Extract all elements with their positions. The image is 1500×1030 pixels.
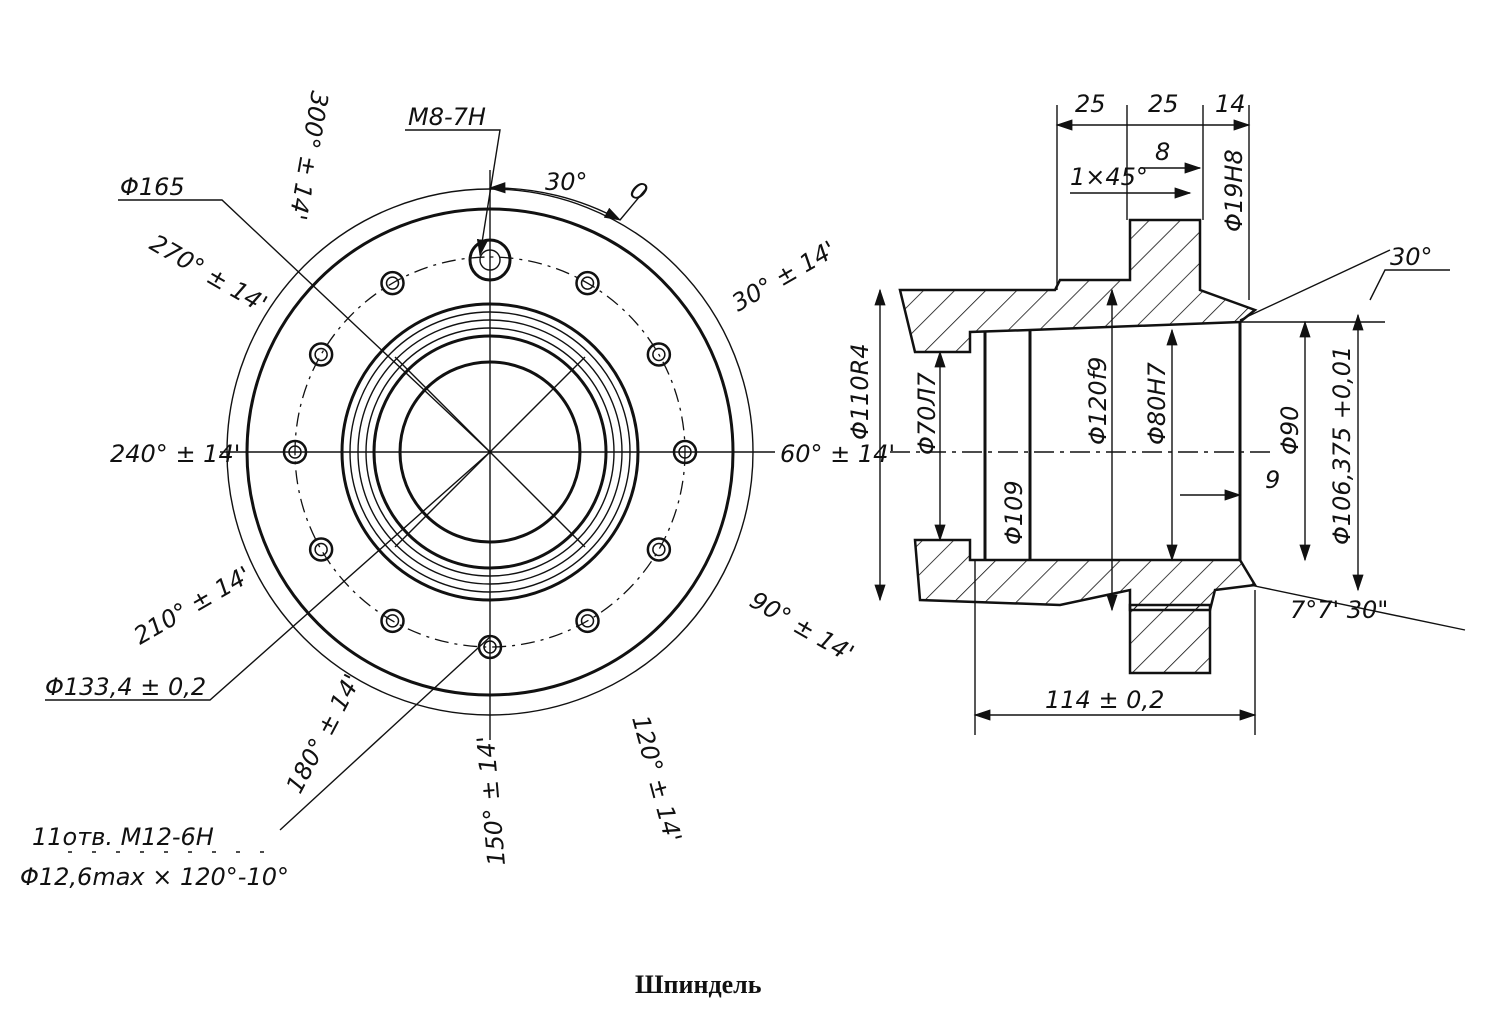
section-lower-wall [913,538,1258,612]
bolt-hole [580,614,595,628]
dim-25-left: 25 [1075,90,1106,118]
label-150: 150° ± 14' [472,735,511,867]
bolt-hole [308,537,334,562]
label-210: 210° ± 14' [129,561,256,650]
bolt-hole [678,445,692,459]
label-zero: 0 [625,176,652,208]
label-30: 30° ± 14' [727,235,841,317]
label-m8: M8-7H [408,103,486,131]
m8-hole [468,238,512,282]
bolt-hole [672,439,698,465]
bolt-hole [288,445,302,459]
bolt-hole [575,608,600,634]
dim-taper-angle: 7°7' 30" [1290,596,1388,624]
dim-dia80: Φ80H7 [1143,362,1171,445]
dim-9: 9 [1265,466,1280,494]
bolt-hole [380,608,405,634]
dim-dia120: Φ120f9 [1084,357,1112,445]
bolt-hole [314,347,328,362]
bolt-hole [575,270,600,296]
bolt-hole [580,276,595,290]
label-60: 60° ± 14' [780,440,895,468]
lower-thread-hole [1128,603,1212,675]
label-300: 300° ± 14' [283,89,333,222]
label-120: 120° ± 14' [626,712,687,845]
dim-8: 8 [1155,138,1170,166]
bolt-hole [282,439,308,465]
section-upper-wall [898,218,1258,354]
bolt-hole [314,542,328,557]
dim-25-right: 25 [1148,90,1179,118]
bolt-hole [385,276,400,290]
label-180: 180° ± 14' [281,670,367,798]
bolt-hole [652,542,666,557]
dim-length-114: 114 ± 0,2 [1045,686,1164,714]
dim-dia19: Φ19H8 [1220,149,1248,232]
bolt-hole [308,342,334,367]
label-90: 90° ± 14' [745,586,859,668]
dim-14: 14 [1215,90,1246,118]
label-270: 270° ± 14' [145,229,272,318]
holes-note-line1: 11отв. M12-6H [32,823,214,851]
dim-dia109: Φ109 [1000,480,1028,545]
bolt-hole [483,640,497,654]
section-view: 25 25 14 8 1×45° Φ19H8 30° Φ110R4 Φ70Л7 … [846,90,1466,735]
dim-dia90: Φ90 [1276,406,1304,455]
bolt-hole [380,270,405,296]
dim-angle-30: 30° [1390,243,1433,271]
label-dia165: Φ165 [120,173,185,201]
label-240: 240° ± 14' [110,440,240,468]
front-view: M8-7H Φ165 Φ133,4 ± 0,2 30° 0 300° ± 14'… [20,89,895,891]
dim-dia70: Φ70Л7 [913,372,941,455]
dim-chamfer: 1×45° [1070,163,1148,191]
bolt-hole [652,347,666,362]
label-30deg: 30° [545,168,588,196]
bolt-hole [385,614,400,628]
dim-dia110: Φ110R4 [846,343,874,440]
holes-note-line2: Φ12,6max × 120°-10° [20,863,289,891]
bolt-hole [646,342,672,367]
label-dia133: Φ133,4 ± 0,2 [45,673,206,701]
drawing-caption: Шпиндель [635,970,762,999]
bolt-hole [646,537,672,562]
dim-dia106: Φ106,375 +0,01 [1328,346,1356,545]
